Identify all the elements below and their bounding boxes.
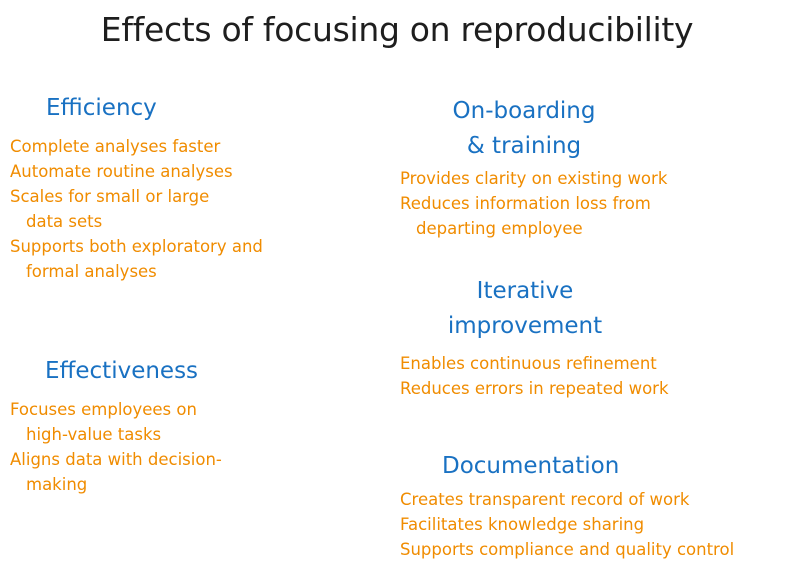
efficiency-item: Scales for small or large data sets [10, 184, 209, 234]
onboarding-heading: On-boarding & training [424, 94, 624, 164]
item-line: Complete analyses faster [10, 137, 221, 156]
item-line: Provides clarity on existing work [400, 169, 668, 188]
onboarding-item: Reduces information loss from departing … [400, 191, 651, 241]
item-line: Facilitates knowledge sharing [400, 515, 645, 534]
item-line: high-value tasks [26, 425, 162, 444]
item-line: Scales for small or large [10, 187, 210, 206]
item-line: data sets [26, 212, 103, 231]
onboarding-item: Provides clarity on existing work [400, 166, 667, 191]
item-line: Reduces information loss from [400, 194, 651, 213]
item-line: Focuses employees on [10, 400, 197, 419]
item-line: Supports both exploratory and [10, 237, 263, 256]
efficiency-item: Automate routine analyses [10, 159, 233, 184]
documentation-item: Facilitates knowledge sharing [400, 512, 644, 537]
efficiency-item: Complete analyses faster [10, 134, 220, 159]
documentation-item: Creates transparent record of work [400, 487, 689, 512]
heading-line: Iterative [476, 278, 574, 304]
page-title: Effects of focusing on reproducibility [100, 10, 694, 49]
item-line: Creates transparent record of work [400, 490, 690, 509]
effectiveness-item: Focuses employees on high-value tasks [10, 397, 197, 447]
heading-line: On-boarding [452, 98, 596, 124]
item-line: Supports compliance and quality control [400, 540, 735, 559]
heading-line: & training [466, 133, 582, 159]
effectiveness-heading: Effectiveness [45, 358, 199, 384]
item-line: Reduces errors in repeated work [400, 379, 669, 398]
efficiency-heading: Efficiency [46, 95, 157, 121]
effectiveness-item: Aligns data with decision- making [10, 447, 222, 497]
item-line: Aligns data with decision- [10, 450, 222, 469]
item-line: making [26, 475, 88, 494]
documentation-item: Supports compliance and quality control [400, 537, 734, 562]
item-line: Automate routine analyses [10, 162, 233, 181]
iterative-item: Reduces errors in repeated work [400, 376, 669, 401]
item-line: Enables continuous refinement [400, 354, 657, 373]
iterative-item: Enables continuous refinement [400, 351, 657, 376]
heading-line: improvement [447, 313, 603, 339]
documentation-heading: Documentation [442, 453, 620, 479]
iterative-heading: Iterative improvement [425, 274, 625, 344]
item-line: departing employee [416, 219, 583, 238]
item-line: formal analyses [26, 262, 157, 281]
efficiency-item: Supports both exploratory and formal ana… [10, 234, 263, 284]
